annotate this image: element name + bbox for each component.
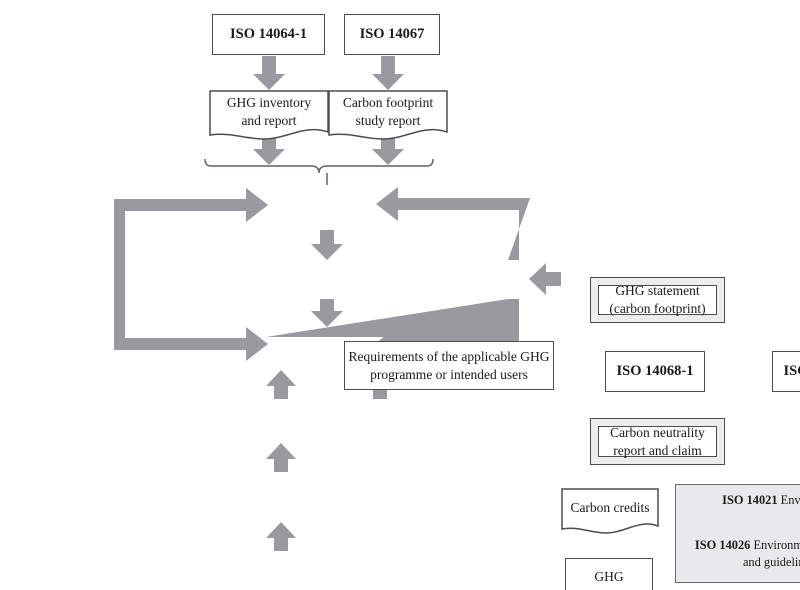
node-iso-14068-1-label: ISO 14068-1 — [616, 363, 694, 380]
arrow-carbon-credits-to-carbon-neutrality — [266, 370, 296, 399]
panel-entry-iso-14021: ISO 14021 Environmental labels and decla… — [685, 492, 800, 525]
panel-entry-iso-14021-text: Environmental labels and declarations — … — [780, 493, 800, 507]
arrow-requirements-to-ghg-statement — [114, 188, 268, 324]
panel-entry-iso-14026: ISO 14026 Environmental labels and decla… — [685, 537, 800, 570]
node-requirements-ghg-programme[interactable]: Requirements of the applicable GHG progr… — [344, 341, 554, 390]
node-iso-14064-1[interactable]: ISO 14064-1 — [212, 14, 325, 55]
node-carbon-footprint-study-line2: study report — [355, 113, 421, 128]
panel-environmental-labels[interactable] — [675, 484, 800, 583]
node-iso-14067[interactable]: ISO 14067 — [344, 14, 440, 55]
arrow-14064-1-to-ghg-inventory — [253, 56, 285, 90]
node-ghg-statement-line1: GHG statement — [615, 283, 700, 299]
panel-entry-iso-14026-code: ISO 14026 — [694, 537, 751, 552]
arrow-ghg-programme-to-carbon-credits — [266, 443, 296, 472]
node-iso-14064-1-label: ISO 14064-1 — [230, 26, 307, 43]
node-ghg-inventory[interactable]: GHG inventory and report — [209, 92, 329, 132]
arrow-carbon-footprint-study-to-brace — [372, 136, 404, 165]
node-carbon-neutrality-line1: Carbon neutrality — [610, 424, 705, 440]
node-ghg-programme-line1: GHG — [594, 569, 624, 585]
arrow-14064-3-to-ghg-statement — [376, 187, 530, 260]
arrow-14068-to-carbon-neutrality — [311, 299, 343, 327]
panel-entry-iso-14021-code: ISO 14021 — [722, 493, 778, 507]
arrow-14064-2-to-ghg-programme — [266, 522, 296, 551]
doc-shape-carbon-footprint-study[interactable] — [328, 90, 448, 142]
arrow-14067-to-carbon-footprint-study — [372, 56, 404, 90]
panel-entry-iso-14026-text: Environmental labels and declarations — … — [742, 537, 800, 569]
node-ghg-inventory-line2: and report — [241, 113, 297, 128]
node-iso-14067-label: ISO 14067 — [359, 26, 425, 43]
node-ghg-programme-line2: programme — [578, 586, 640, 590]
node-carbon-footprint-study-line1: Carbon footprint — [342, 95, 434, 111]
node-carbon-neutrality[interactable]: Carbon neutrality report and claim — [590, 418, 725, 465]
node-ghg-statement-line2: (carbon footprint) — [609, 301, 706, 316]
node-ghg-inventory-line1: GHG inventory — [226, 95, 312, 111]
node-carbon-neutrality-inner: Carbon neutrality report and claim — [598, 424, 717, 458]
arrow-requirements-to-carbon-neutrality — [114, 318, 268, 361]
node-ghg-statement-inner: GHG statement (carbon footprint) — [598, 283, 717, 316]
node-iso-14064-3-label: ISO 14064-3 — [783, 363, 800, 380]
panel-environmental-labels-text: ISO 14021 Environmental labels and decla… — [685, 492, 800, 570]
arrow-ghg-statement-to-14068 — [311, 230, 343, 260]
node-iso-14068-1[interactable]: ISO 14068-1 — [605, 351, 705, 392]
node-ghg-programme[interactable]: GHG programme — [565, 558, 653, 590]
node-ghg-statement[interactable]: GHG statement (carbon footprint) — [590, 277, 725, 323]
doc-shape-carbon-credits[interactable] — [561, 488, 659, 536]
node-carbon-neutrality-line2: report and claim — [613, 442, 702, 458]
node-carbon-footprint-study[interactable]: Carbon footprint study report GHG statem… — [328, 92, 800, 590]
arrow-ghg-inventory-to-brace — [253, 136, 285, 165]
node-requirements-line2: programme or intended users — [370, 366, 528, 382]
doc-shape-ghg-inventory[interactable] — [209, 90, 329, 142]
arrow-validation-panel-to-14064-3 — [529, 263, 561, 295]
node-iso-14064-3[interactable]: ISO 14064-3 — [772, 351, 800, 392]
node-requirements-line1: Requirements of the applicable GHG — [348, 349, 550, 365]
node-carbon-credits-label: Carbon credits — [570, 500, 650, 516]
merge-brace — [204, 158, 434, 185]
node-carbon-credits[interactable]: Carbon credits — [561, 490, 659, 526]
